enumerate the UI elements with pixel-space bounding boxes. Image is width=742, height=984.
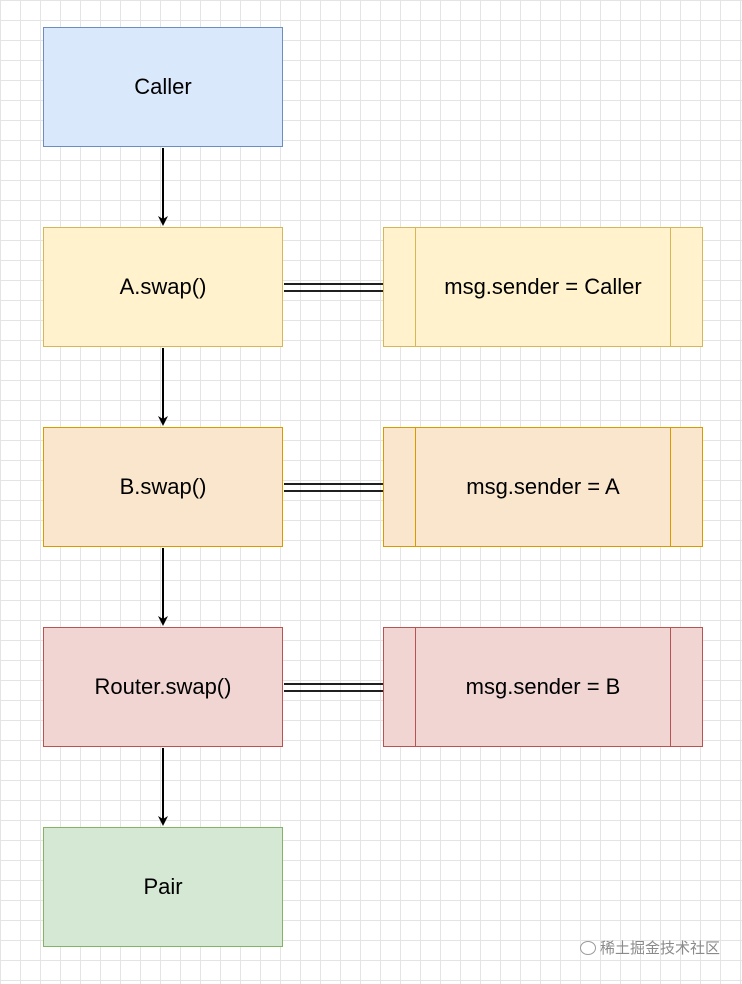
a-swap-node: A.swap()	[43, 227, 283, 347]
link-router-context	[284, 683, 383, 692]
process-bar-right	[670, 428, 671, 546]
router-sender-text: msg.sender = B	[465, 674, 621, 699]
b-swap-node: B.swap()	[43, 427, 283, 547]
router-swap-node: Router.swap()	[43, 627, 283, 747]
caller-label: Caller	[134, 74, 192, 99]
process-bar-left	[415, 628, 416, 746]
link-b-context	[284, 483, 383, 492]
caller-node: Caller	[43, 27, 283, 147]
b-swap-label: B.swap()	[119, 474, 207, 499]
b-sender-context: msg.sender = A	[383, 427, 703, 547]
watermark: 稀土掘金技术社区	[579, 937, 720, 958]
pair-node: Pair	[43, 827, 283, 947]
watermark-text: 稀土掘金技术社区	[599, 940, 720, 957]
a-sender-text: msg.sender = Caller	[444, 274, 642, 299]
process-bar-left	[415, 428, 416, 546]
pair-label: Pair	[143, 874, 183, 899]
process-bar-left	[415, 228, 416, 346]
wechat-icon	[579, 940, 596, 955]
a-swap-label: A.swap()	[119, 274, 207, 299]
b-sender-text: msg.sender = A	[466, 474, 620, 499]
router-sender-context: msg.sender = B	[383, 627, 703, 747]
process-bar-right	[670, 228, 671, 346]
process-bar-right	[670, 628, 671, 746]
router-swap-label: Router.swap()	[94, 674, 232, 699]
link-a-context	[284, 283, 383, 292]
a-sender-context: msg.sender = Caller	[383, 227, 703, 347]
